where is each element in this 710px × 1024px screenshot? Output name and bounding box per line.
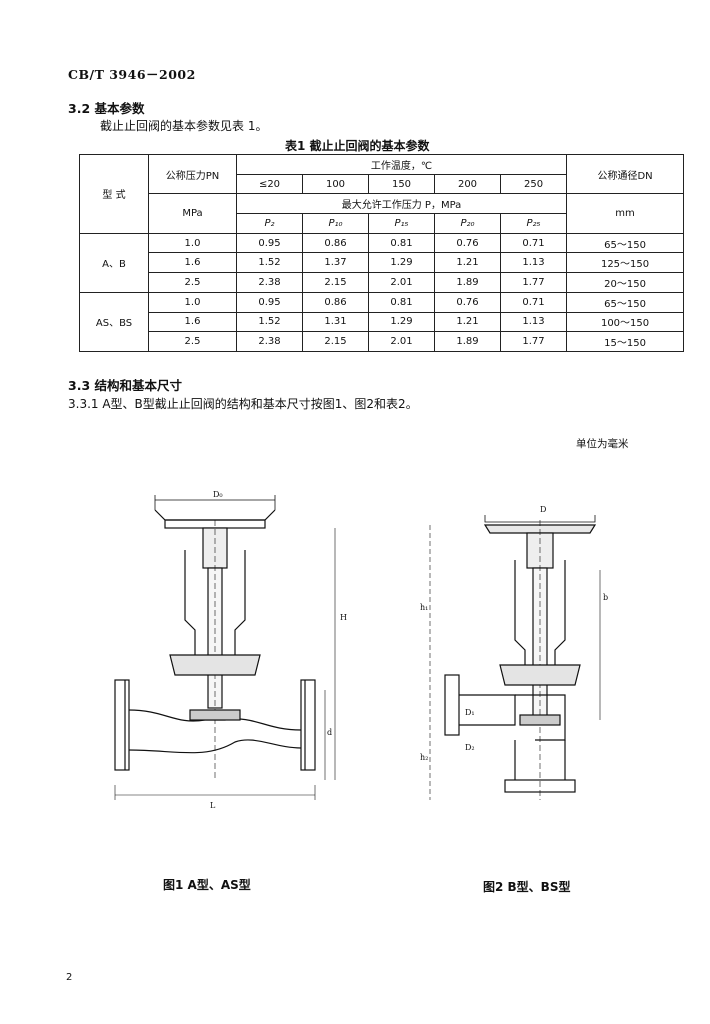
figure-1-drawing: D₀ H L d — [114, 490, 347, 810]
pn-cell: 1.6 — [148, 252, 237, 274]
temp-cell: 200 — [434, 173, 501, 195]
page-number: 2 — [66, 972, 73, 983]
value-cell: 1.52 — [236, 311, 303, 333]
type-cell: AS、BS — [79, 291, 149, 353]
standard-number: CB/T 3946－2002 — [68, 67, 196, 82]
value-cell: 0.86 — [302, 232, 369, 254]
dim-label-h1: h₁ — [420, 603, 428, 612]
value-cell: 0.86 — [302, 291, 369, 313]
dim-label-H: H — [340, 613, 347, 622]
section-3-2-body: 截止止回阀的基本参数见表 1。 — [100, 119, 268, 133]
dn-cell: 65～150 — [566, 291, 685, 313]
dim-label-h2: h₂ — [420, 753, 428, 762]
pn-cell: 2.5 — [148, 272, 237, 293]
figure-2-drawing: D h₁ h₂ b D₁ D₂ — [420, 505, 608, 800]
section-3-3-1-text: 3.3.1 A型、B型截止止回阀的结构和基本尺寸按图1、图2和表2。 — [68, 397, 418, 411]
pn-cell: 1.0 — [148, 232, 237, 254]
value-cell: 0.95 — [236, 291, 303, 313]
section-3-3-heading: 3.3 结构和基本尺寸 — [68, 378, 182, 393]
value-cell: 2.38 — [236, 331, 303, 352]
value-cell: 2.01 — [368, 331, 435, 352]
dim-label-D1: D₁ — [465, 708, 475, 717]
dim-label-D2: D₂ — [465, 743, 475, 752]
value-cell: 2.38 — [236, 272, 303, 293]
value-cell: 0.81 — [368, 232, 435, 254]
dim-label-L: L — [210, 801, 216, 810]
value-cell: 0.76 — [434, 232, 501, 254]
table-row: 2.5 2.38 2.15 2.01 1.89 1.77 20～150 — [80, 272, 685, 293]
temp-cell: 150 — [368, 173, 435, 195]
header-max-pressure: 最大允许工作压力 P，MPa — [235, 193, 568, 215]
parameters-table: 型 式 公称压力PN 工作温度，℃ 公称通径DN ≤20 100 150 200… — [79, 153, 685, 353]
value-cell: 1.89 — [434, 331, 501, 352]
table-row: 1.6 1.52 1.31 1.29 1.21 1.13 100～150 — [80, 311, 685, 333]
header-temperature: 工作温度，℃ — [235, 154, 568, 175]
value-cell: 1.52 — [236, 252, 303, 274]
value-cell: 1.13 — [499, 252, 568, 274]
temp-cell: 100 — [302, 173, 369, 195]
temp-cell: 250 — [499, 173, 568, 195]
header-dn-unit: mm — [566, 193, 685, 234]
value-cell: 1.77 — [499, 272, 568, 293]
value-cell: 1.29 — [368, 311, 435, 333]
value-cell: 0.76 — [434, 291, 501, 313]
dim-label-D0: D₀ — [213, 490, 223, 499]
p-symbol: P₁₅ — [368, 213, 435, 234]
p-symbol: P₂ — [236, 213, 303, 234]
unit-note: 单位为毫米 — [576, 438, 629, 450]
value-cell: 0.95 — [236, 232, 303, 254]
p-symbol: P₂₅ — [499, 213, 568, 234]
value-cell: 2.01 — [368, 272, 435, 293]
figure-1-caption: 图1 A型、AS型 — [163, 878, 251, 892]
table-caption: 表1 截止止回阀的基本参数 — [285, 139, 430, 153]
header-pn-line1: 公称压力PN — [148, 153, 237, 195]
type-cell: A、B — [79, 232, 149, 293]
temp-cell: ≤20 — [236, 173, 303, 195]
dn-cell: 125～150 — [566, 252, 685, 274]
table-row: 2.5 2.38 2.15 2.01 1.89 1.77 15～150 — [80, 331, 685, 352]
pn-cell: 2.5 — [148, 331, 237, 352]
value-cell: 2.15 — [302, 331, 369, 352]
value-cell: 0.71 — [499, 232, 568, 254]
header-dn-line1: 公称通径DN — [566, 153, 685, 195]
value-cell: 1.77 — [499, 331, 568, 352]
value-cell: 1.89 — [434, 272, 501, 293]
dn-cell: 100～150 — [566, 311, 685, 333]
section-3-2-heading: 3.2 基本参数 — [68, 101, 145, 116]
value-cell: 1.31 — [302, 311, 369, 333]
table-row: A、B 1.0 0.95 0.86 0.81 0.76 0.71 65～150 — [79, 232, 685, 293]
p-symbol: P₁₀ — [302, 213, 369, 234]
dim-label-b: b — [603, 593, 608, 602]
pn-cell: 1.0 — [148, 291, 237, 313]
value-cell: 1.21 — [434, 311, 501, 333]
value-cell: 2.15 — [302, 272, 369, 293]
header-pn-unit: MPa — [148, 193, 237, 234]
figure-2-caption: 图2 B型、BS型 — [483, 880, 571, 894]
dn-cell: 15～150 — [566, 331, 685, 352]
value-cell: 1.13 — [499, 311, 568, 333]
dn-cell: 20～150 — [566, 272, 685, 293]
header-type: 型 式 — [79, 154, 149, 234]
dn-cell: 65～150 — [566, 232, 685, 254]
value-cell: 1.21 — [434, 252, 501, 274]
table-row: 1.6 1.52 1.37 1.29 1.21 1.13 125～150 — [80, 252, 685, 274]
value-cell: 1.37 — [302, 252, 369, 274]
value-cell: 1.29 — [368, 252, 435, 274]
dim-label-D: D — [540, 505, 546, 514]
value-cell: 0.81 — [368, 291, 435, 313]
value-cell: 0.71 — [499, 291, 568, 313]
table-row: AS、BS 1.0 0.95 0.86 0.81 0.76 0.71 65～15… — [79, 291, 685, 353]
p-symbol: P₂₀ — [434, 213, 501, 234]
pn-cell: 1.6 — [148, 311, 237, 333]
dim-label-d: d — [327, 728, 332, 737]
